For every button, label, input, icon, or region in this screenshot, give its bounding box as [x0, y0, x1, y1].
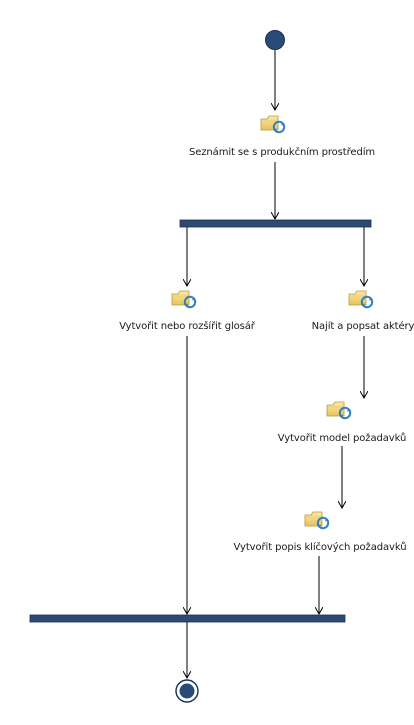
edges [187, 50, 364, 678]
activity-label-a4: Vytvořit model požadavků [277, 433, 407, 444]
activity-label-a1: Seznámit se s produkčním prostředím [188, 147, 376, 158]
activity-label-a5: Vytvořit popis klíčových požadavků [233, 542, 407, 553]
initial-node [265, 30, 285, 50]
join-bar [29, 614, 346, 623]
activity-label-a3: Najít a popsat aktéry [311, 321, 414, 332]
activity-icon [326, 401, 352, 420]
activity-icon [171, 290, 197, 309]
activity-icon [260, 115, 286, 134]
activity-icon [304, 511, 330, 530]
activity-icon [348, 290, 374, 309]
final-node [175, 679, 199, 703]
fork-bar [179, 219, 372, 228]
activity-label-a2: Vytvořit nebo rozšířit glosář [119, 321, 255, 332]
